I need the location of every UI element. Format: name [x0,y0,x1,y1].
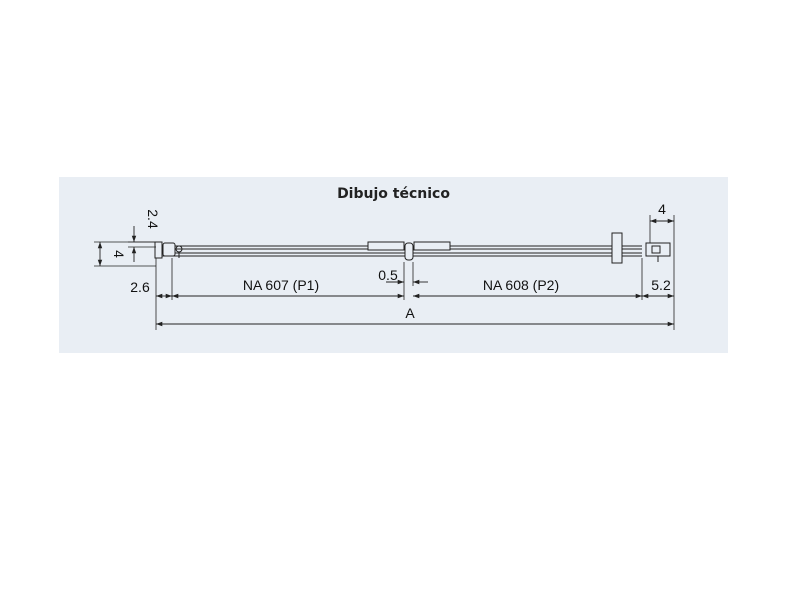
right-end-inner [651,245,661,254]
drawing-title: Dibujo técnico [337,186,450,202]
center-joint [404,242,414,261]
dim-label-4-right: 4 [658,201,666,217]
dim-label-5-2: 5.2 [651,277,671,293]
dim-label-2-4: 2.4 [145,209,161,229]
left-end-plate [154,241,163,259]
part-label-p1: NA 607 (P1) [243,277,319,293]
center-block-right [413,241,451,251]
right-guide-block [611,232,623,264]
dim-label-0-5: 0.5 [378,267,398,283]
part-label-p2: NA 608 (P2) [483,277,559,293]
dim-label-2-6: 2.6 [130,279,150,295]
dim-label-overall: A [405,305,415,321]
dim-label-4-left: 4 [111,250,127,258]
left-end-cap [162,242,176,257]
extension-lines [94,215,675,330]
dimension-lines [97,218,674,327]
center-block-left [367,241,405,251]
right-end-cap [645,242,671,257]
profile-assembly [154,232,671,264]
